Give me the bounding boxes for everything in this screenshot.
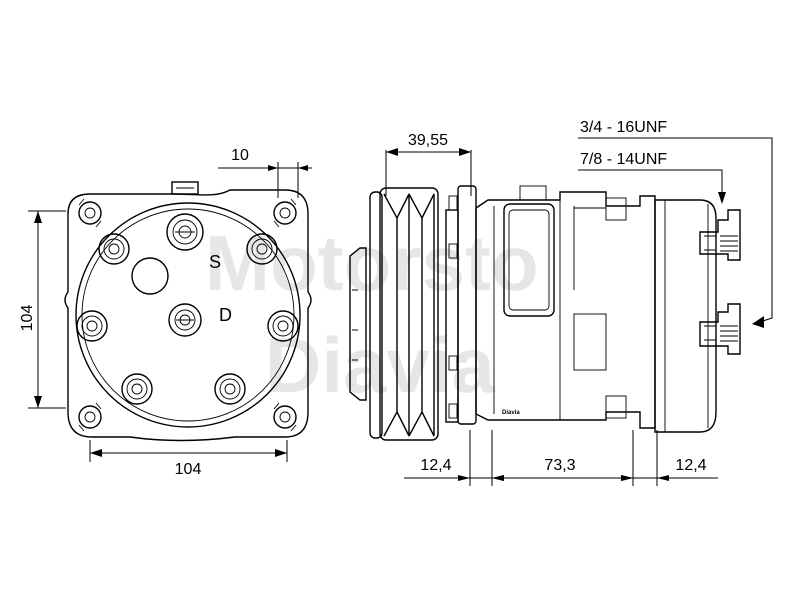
front-dimension-width: 104 [89, 440, 288, 478]
pulley-dimension: 39,55 [385, 132, 472, 196]
port-callout-1: 3/4 - 16UNF [578, 119, 773, 328]
offset-dimension-value: 10 [231, 147, 249, 164]
bolt-boss-upper-right [246, 233, 278, 265]
pulley [369, 187, 439, 441]
suction-port [166, 213, 204, 251]
width-dimension-value: 104 [175, 461, 202, 478]
front-housing-outline [64, 189, 312, 442]
front-dimension-height: 104 [19, 210, 66, 409]
bolt-boss-upper-left [98, 233, 130, 265]
discharge-label: D [219, 305, 232, 325]
port-1-label: 3/4 - 16UNF [580, 119, 667, 136]
mounting-ear-bottom-left [78, 402, 102, 432]
port-2-label: 7/8 - 14UNF [580, 151, 667, 168]
bolt-boss-lower-left [121, 373, 153, 405]
rear-head [654, 199, 717, 433]
bolt-boss-lower-right [214, 373, 246, 405]
side-view: Diavia [349, 185, 741, 441]
center-hole [131, 257, 169, 295]
service-valve-lower [699, 303, 741, 355]
bolt-boss-mid-right [267, 310, 299, 342]
discharge-port [168, 303, 202, 337]
mounting-ear-bottom-right [273, 402, 297, 432]
clutch-plate [349, 247, 367, 401]
body-window [503, 203, 555, 317]
suction-label: S [209, 252, 221, 272]
left-dimension-value: 12,4 [420, 457, 451, 474]
brand-label: Diavia [502, 410, 520, 416]
front-dimension-offset: 10 [218, 147, 312, 198]
right-dimension-value: 12,4 [675, 457, 706, 474]
bolt-boss-mid-left [76, 310, 108, 342]
front-view: S D [64, 181, 312, 442]
watermark: Motorsto Diavia [205, 219, 539, 409]
height-dimension-value: 104 [19, 305, 36, 332]
top-lug [519, 185, 547, 201]
rear-plate-circle [75, 202, 301, 428]
service-valve-upper [699, 209, 741, 261]
bottom-dimensions: 12,4 73,3 12,4 [404, 430, 718, 486]
pulley-dimension-value: 39,55 [408, 132, 448, 149]
port-callout-2: 7/8 - 14UNF [578, 151, 726, 204]
top-boss [171, 181, 199, 195]
mounting-ear-top-left [78, 198, 102, 228]
mounting-ear-top-right [273, 198, 297, 228]
body-dimension-value: 73,3 [544, 457, 575, 474]
